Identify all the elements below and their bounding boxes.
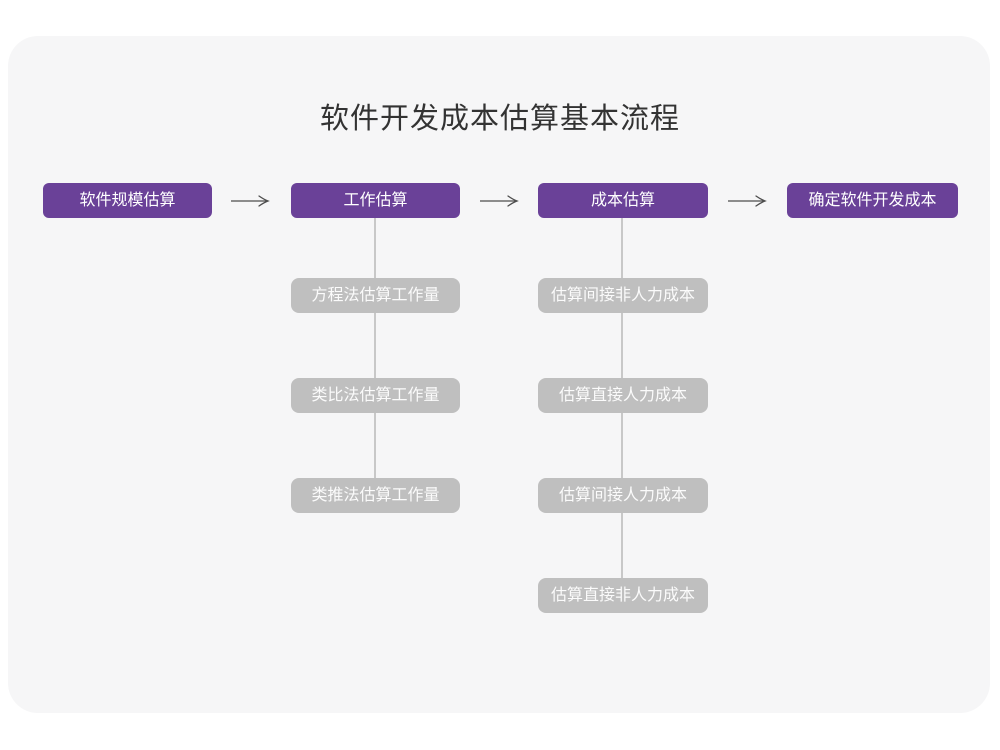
node-direct-labor-cost: 估算直接人力成本 [538, 378, 708, 413]
node-determine-software-dev-cost: 确定软件开发成本 [787, 183, 958, 218]
node-extrapolation-method: 类推法估算工作量 [291, 478, 460, 513]
node-indirect-labor-cost: 估算间接人力成本 [538, 478, 708, 513]
arrow-right-icon [727, 194, 767, 208]
node-indirect-nonlabor-cost: 估算间接非人力成本 [538, 278, 708, 313]
node-work-estimation: 工作估算 [291, 183, 460, 218]
node-software-scale-estimation: 软件规模估算 [43, 183, 212, 218]
diagram-title: 软件开发成本估算基本流程 [319, 103, 680, 135]
node-direct-nonlabor-cost: 估算直接非人力成本 [538, 578, 708, 613]
arrow-right-icon [479, 194, 519, 208]
node-cost-estimation: 成本估算 [538, 183, 708, 218]
connector-line-work-estimation [374, 218, 376, 495]
node-analogy-method: 类比法估算工作量 [291, 378, 460, 413]
diagram-card [8, 36, 990, 713]
arrow-right-icon [230, 194, 270, 208]
node-equation-method: 方程法估算工作量 [291, 278, 460, 313]
